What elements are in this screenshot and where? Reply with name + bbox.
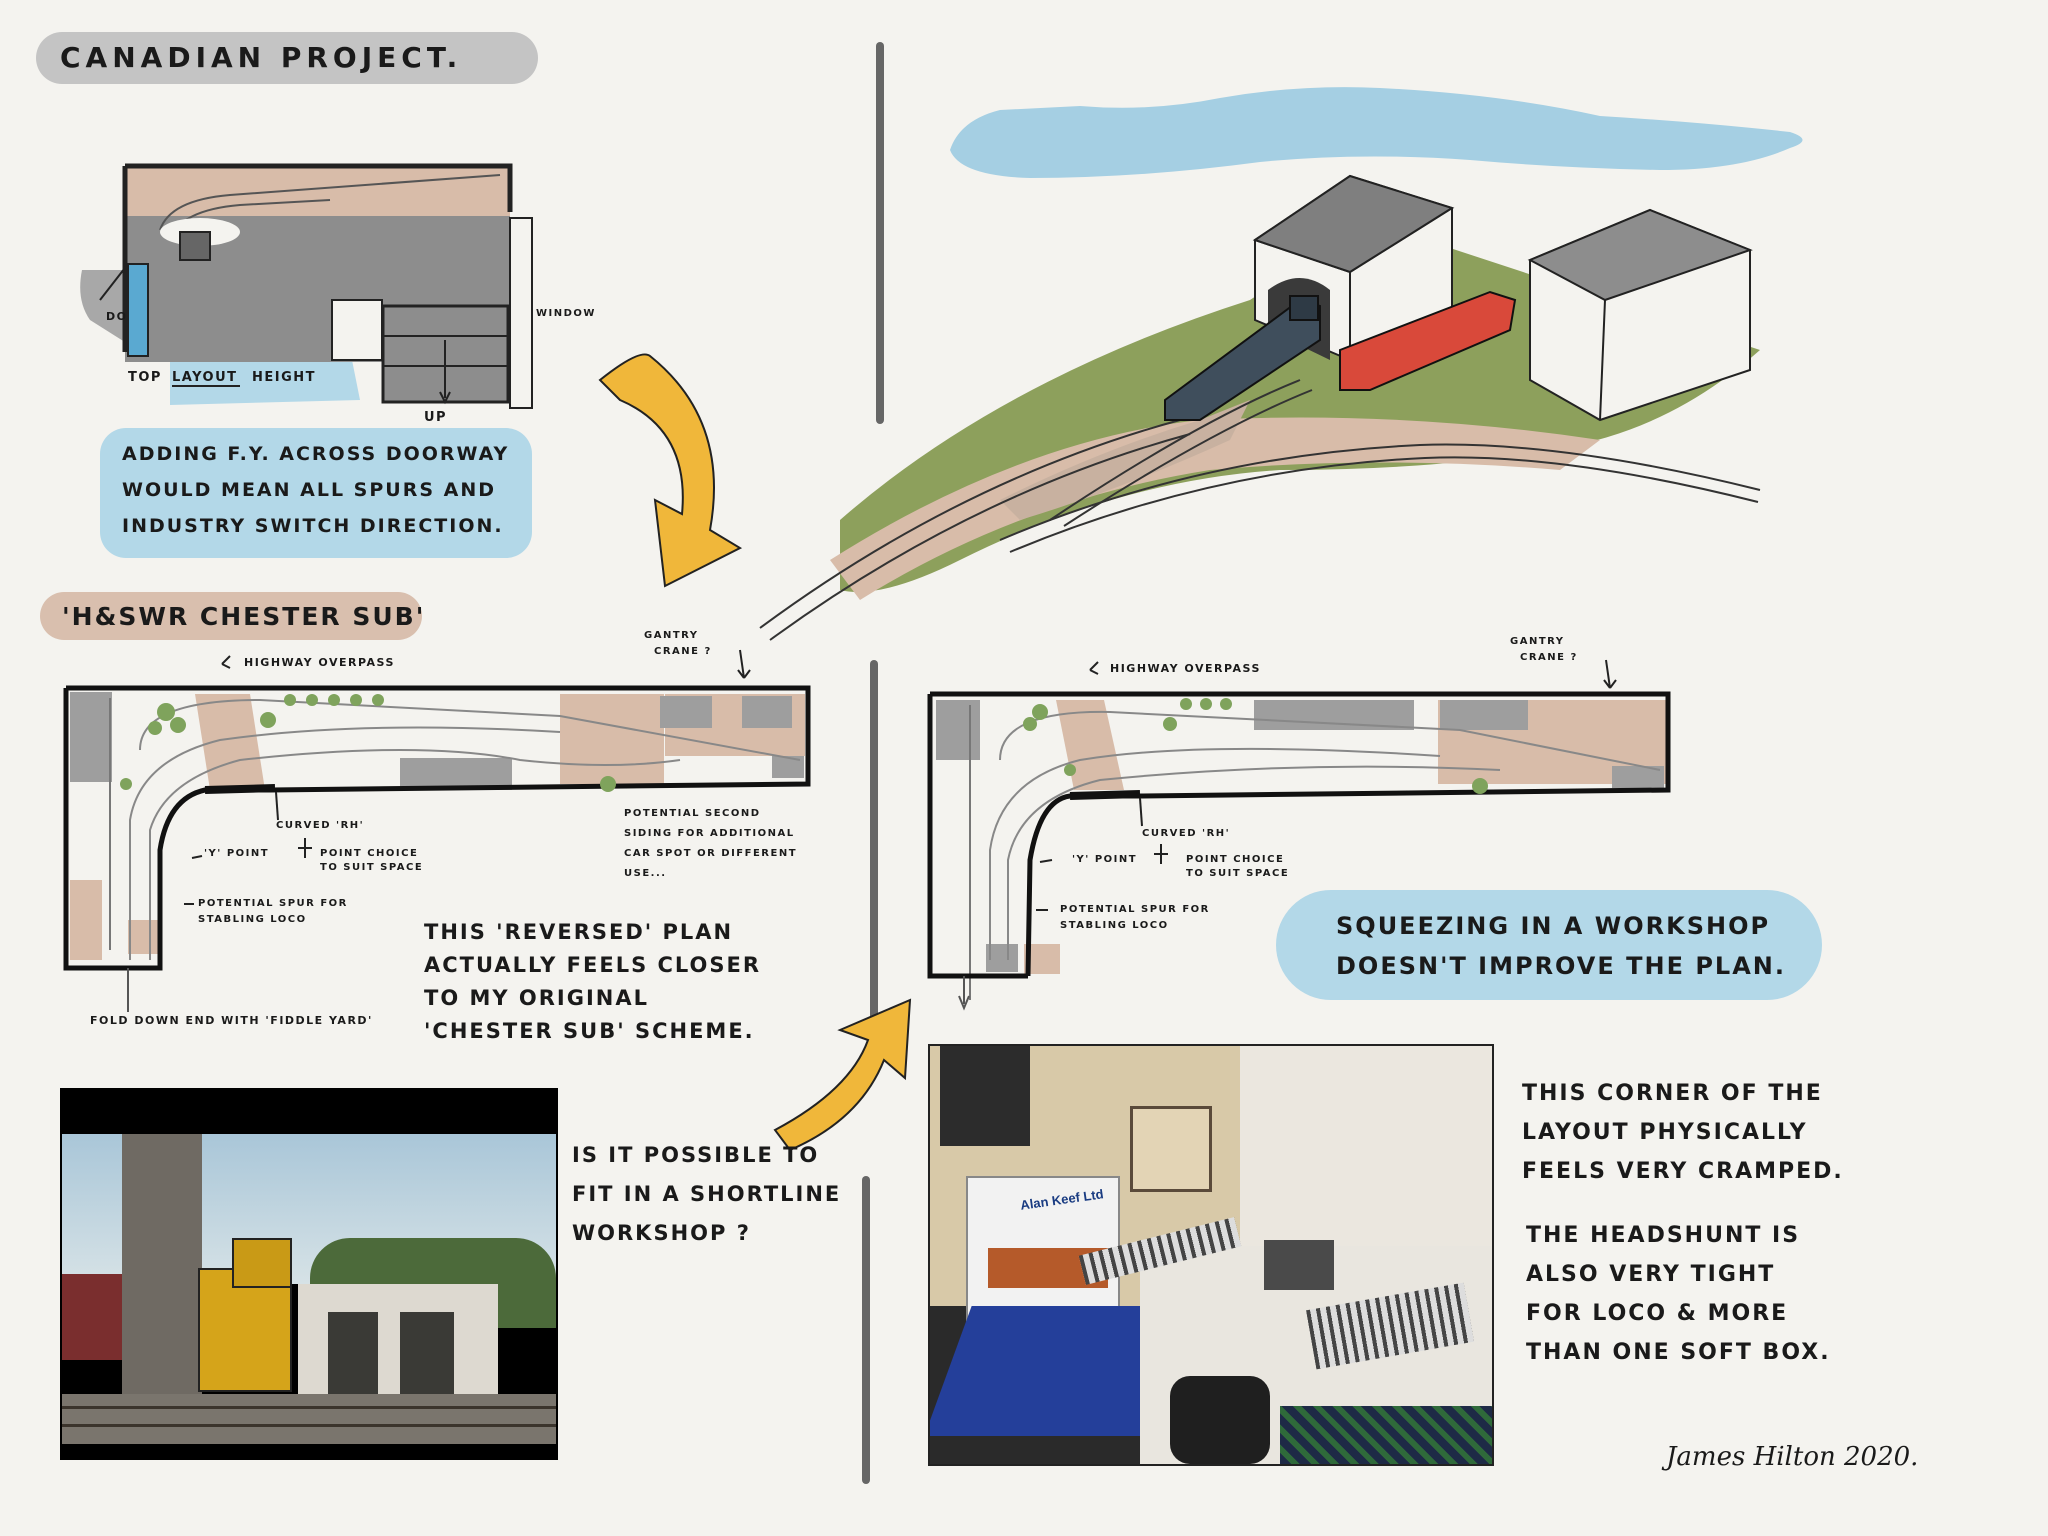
- note-headshunt-line: ALSO VERY TIGHT: [1526, 1262, 1776, 1287]
- note-doorway-bg: [100, 428, 532, 558]
- siding-line: USE...: [624, 868, 667, 879]
- photo-chair: [1170, 1376, 1270, 1464]
- left-label-gantry-1: GANTRY: [644, 630, 699, 641]
- label-top: TOP: [128, 370, 162, 385]
- note-squeeze-bg: [1276, 890, 1822, 1000]
- left-label-fold: FOLD DOWN END WITH 'FIDDLE YARD': [90, 1014, 373, 1027]
- siding-line: CAR SPOT OR DIFFERENT: [624, 848, 798, 859]
- photo-left-car: [62, 1274, 122, 1360]
- right-label-highway: HIGHWAY OVERPASS: [1110, 662, 1261, 675]
- photo-desk-corner: Alan Keef Ltd: [928, 1044, 1494, 1466]
- note-doorway-line: WOULD MEAN ALL SPURS AND: [122, 479, 497, 501]
- photo-shelf: [1240, 1046, 1492, 1246]
- note-reversed-line: 'CHESTER SUB' SCHEME.: [424, 1019, 755, 1043]
- left-label-spur-1: POTENTIAL SPUR FOR: [198, 898, 348, 909]
- label-up: UP: [424, 410, 448, 425]
- left-label-point-choice-1: POINT CHOICE: [320, 848, 419, 859]
- note-squeeze-line: DOESN'T IMPROVE THE PLAN.: [1336, 952, 1786, 980]
- photo-box: [1264, 1240, 1334, 1290]
- left-label-spur-2: STABLING LOCO: [198, 914, 307, 925]
- note-corner: THIS CORNER OF THE LAYOUT PHYSICALLY FEE…: [1522, 1074, 1844, 1191]
- photo-tower: [122, 1134, 202, 1394]
- signature: James Hilton 2020.: [1666, 1442, 1919, 1472]
- photo-ground: [62, 1394, 556, 1444]
- photo-rug: [1280, 1406, 1492, 1464]
- photo-shortline-yard: [60, 1088, 558, 1460]
- right-label-point-choice-2: TO SUIT SPACE: [1186, 868, 1290, 879]
- note-workshop-line: WORKSHOP ?: [572, 1221, 751, 1245]
- right-label-gantry-1: GANTRY: [1510, 636, 1565, 647]
- note-corner-line: THIS CORNER OF THE: [1522, 1081, 1823, 1106]
- siding-line: SIDING FOR ADDITIONAL: [624, 828, 795, 839]
- left-label-curved: CURVED 'RH': [276, 820, 365, 831]
- note-reversed-line: ACTUALLY FEELS CLOSER: [424, 953, 762, 977]
- label-height: HEIGHT: [252, 370, 317, 385]
- arrow-down-curve: [598, 353, 743, 588]
- arrow-up-curve: [773, 998, 912, 1152]
- right-label-point-choice-1: POINT CHOICE: [1186, 854, 1285, 865]
- note-headshunt-line: THAN ONE SOFT BOX.: [1526, 1340, 1831, 1365]
- label-window: WINDOW: [536, 308, 596, 319]
- label-layout: LAYOUT: [172, 370, 238, 385]
- photo-track: [62, 1406, 556, 1409]
- note-headshunt-line: THE HEADSHUNT IS: [1526, 1223, 1801, 1248]
- note-reversed-line: TO MY ORIGINAL: [424, 986, 649, 1010]
- photo-calendar-text: Alan Keef Ltd: [1019, 1186, 1105, 1213]
- note-headshunt-line: FOR LOCO & MORE: [1526, 1301, 1789, 1326]
- ballast-shape: [830, 417, 1600, 600]
- note-workshop-line: IS IT POSSIBLE TO: [572, 1143, 820, 1167]
- right-label-spur-2: STABLING LOCO: [1060, 920, 1169, 931]
- note-doorway-line: ADDING F.Y. ACROSS DOORWAY: [122, 443, 510, 465]
- boxcar-sketch: [1339, 290, 1517, 391]
- left-label-siding: POTENTIAL SECOND SIDING FOR ADDITIONAL C…: [624, 804, 797, 884]
- note-headshunt: THE HEADSHUNT IS ALSO VERY TIGHT FOR LOC…: [1526, 1216, 1831, 1372]
- right-label-ypoint: 'Y' POINT: [1072, 854, 1138, 865]
- left-label-highway: HIGHWAY OVERPASS: [244, 656, 395, 669]
- note-reversed: THIS 'REVERSED' PLAN ACTUALLY FEELS CLOS…: [424, 916, 761, 1048]
- siding-line: POTENTIAL SECOND: [624, 808, 761, 819]
- right-label-spur-1: POTENTIAL SPUR FOR: [1060, 904, 1210, 915]
- page-title: CANADIAN PROJECT.: [60, 41, 463, 74]
- note-squeeze-line: SQUEEZING IN A WORKSHOP: [1336, 912, 1771, 940]
- note-corner-line: FEELS VERY CRAMPED.: [1522, 1159, 1844, 1184]
- note-squeeze: SQUEEZING IN A WORKSHOP DOESN'T IMPROVE …: [1336, 906, 1786, 986]
- photo-track: [62, 1424, 556, 1427]
- section-title-pill: [40, 592, 422, 640]
- photo-shed-door: [400, 1312, 454, 1394]
- section-title: 'H&SWR CHESTER SUB': [62, 602, 426, 631]
- note-doorway: ADDING F.Y. ACROSS DOORWAY WOULD MEAN AL…: [122, 436, 509, 544]
- photo-shed-door: [328, 1312, 378, 1394]
- note-corner-line: LAYOUT PHYSICALLY: [1522, 1120, 1808, 1145]
- sky-shape: [950, 87, 1803, 178]
- photo-loco-cab: [232, 1238, 292, 1288]
- note-workshop-question: IS IT POSSIBLE TO FIT IN A SHORTLINE WOR…: [572, 1136, 841, 1253]
- title-pill: [36, 32, 538, 84]
- left-label-point-choice-2: TO SUIT SPACE: [320, 862, 424, 873]
- label-door: DO: [106, 310, 128, 323]
- note-reversed-line: THIS 'REVERSED' PLAN: [424, 920, 734, 944]
- left-label-ypoint: 'Y' POINT: [204, 848, 270, 859]
- note-workshop-line: FIT IN A SHORTLINE: [572, 1182, 842, 1206]
- photo-frame: [1130, 1106, 1212, 1192]
- right-label-gantry-2: CRANE ?: [1520, 652, 1578, 663]
- right-label-curved: CURVED 'RH': [1142, 828, 1231, 839]
- photo-dark-frame: [940, 1046, 1030, 1146]
- note-doorway-line: INDUSTRY SWITCH DIRECTION.: [122, 515, 504, 537]
- left-label-gantry-2: CRANE ?: [654, 646, 712, 657]
- photo-loco: [198, 1268, 292, 1392]
